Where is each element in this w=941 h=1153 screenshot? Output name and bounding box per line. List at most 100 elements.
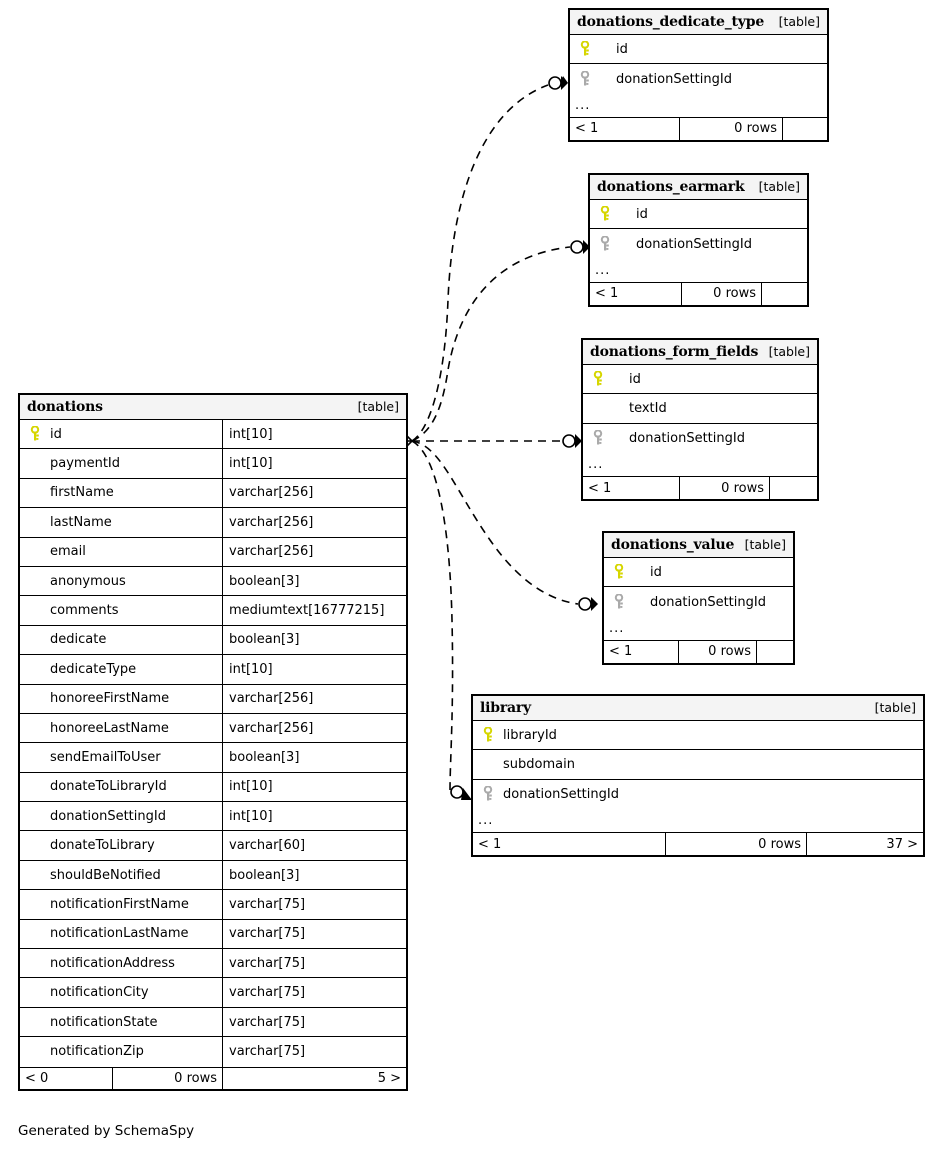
- column-name: id: [629, 371, 641, 387]
- column-row[interactable]: notificationCity varchar[75]: [20, 978, 406, 1008]
- column-row[interactable]: donateToLibraryId int[10]: [20, 772, 406, 803]
- edge-donations-to-earmark: [411, 246, 571, 442]
- column-row[interactable]: id: [583, 365, 817, 395]
- endpoint-circle-value: [578, 597, 592, 611]
- table-donations-columns: id int[10] paymentId int[10] firstName v…: [20, 420, 406, 1067]
- column-type: int[10]: [229, 456, 273, 472]
- next-page-button[interactable]: [783, 118, 827, 140]
- column-type: varchar[256]: [229, 485, 314, 501]
- table-donations-earmark[interactable]: donations_earmark [table] id donationSet…: [588, 173, 809, 307]
- table-donations-form-fields-header: donations_form_fields [table]: [583, 340, 817, 365]
- more-columns-indicator: ...: [604, 617, 793, 641]
- more-columns-indicator: ...: [570, 94, 827, 118]
- column-name: notificationFirstName: [50, 896, 189, 912]
- column-row[interactable]: notificationState varchar[75]: [20, 1007, 406, 1038]
- table-donations-dedicate-type[interactable]: donations_dedicate_type [table] id donat…: [568, 8, 829, 142]
- table-donations-form-fields-title: donations_form_fields: [590, 343, 759, 360]
- column-row[interactable]: id: [590, 200, 807, 230]
- column-name: firstName: [50, 485, 114, 501]
- column-name: paymentId: [50, 456, 120, 472]
- column-type: mediumtext[16777215]: [229, 603, 385, 619]
- column-name: id: [50, 426, 62, 442]
- prev-page-button[interactable]: < 1: [590, 282, 682, 305]
- column-row[interactable]: paymentId int[10]: [20, 449, 406, 479]
- column-row[interactable]: dedicate boolean[3]: [20, 625, 406, 656]
- column-name: dedicateType: [50, 661, 137, 677]
- column-row[interactable]: notificationFirstName varchar[75]: [20, 890, 406, 920]
- prev-page-button[interactable]: < 1: [604, 640, 679, 663]
- column-row[interactable]: libraryId: [473, 721, 923, 751]
- foreign-key-icon: [479, 786, 497, 802]
- next-page-button[interactable]: [757, 641, 793, 663]
- column-row[interactable]: firstName varchar[256]: [20, 478, 406, 509]
- foreign-key-icon: [610, 594, 628, 610]
- column-row[interactable]: id: [570, 35, 827, 65]
- column-row[interactable]: donationSettingId: [604, 587, 793, 616]
- prev-page-button[interactable]: < 1: [570, 117, 680, 140]
- more-columns-indicator: ...: [473, 809, 923, 834]
- column-name: donateToLibrary: [50, 838, 155, 854]
- column-name: donationSettingId: [616, 71, 732, 87]
- column-name: donationSettingId: [650, 594, 766, 610]
- table-donations-footer: < 0 0 rows 5 >: [20, 1066, 406, 1089]
- table-library[interactable]: library [table] libraryId subdomain dona…: [471, 694, 925, 858]
- column-type: boolean[3]: [229, 573, 300, 589]
- table-donations-earmark-header: donations_earmark [table]: [590, 175, 807, 200]
- column-row[interactable]: notificationZip varchar[75]: [20, 1037, 406, 1067]
- column-row[interactable]: email varchar[256]: [20, 537, 406, 567]
- table-donations-earmark-footer: < 1 0 rows: [590, 282, 807, 305]
- table-donations[interactable]: donations [table] id int[10] paymentId i…: [18, 393, 408, 1091]
- column-row[interactable]: donationSettingId: [570, 64, 827, 93]
- column-type: varchar[75]: [229, 1014, 306, 1030]
- column-row[interactable]: shouldBeNotified boolean[3]: [20, 860, 406, 891]
- prev-page-button[interactable]: < 0: [20, 1067, 113, 1089]
- table-donations-value-title: donations_value: [611, 536, 735, 553]
- column-row[interactable]: id int[10]: [20, 420, 406, 450]
- table-donations-form-fields-tag: [table]: [768, 344, 810, 359]
- column-row[interactable]: donationSettingId: [583, 424, 817, 453]
- column-type: boolean[3]: [229, 867, 300, 883]
- table-donations-value[interactable]: donations_value [table] id donationSetti…: [602, 531, 795, 665]
- column-row[interactable]: dedicateType int[10]: [20, 655, 406, 685]
- edge-endpoints: [450, 76, 592, 799]
- next-page-button[interactable]: 5 >: [377, 1070, 401, 1086]
- column-row[interactable]: comments mediumtext[16777215]: [20, 596, 406, 626]
- column-type: varchar[75]: [229, 1044, 306, 1060]
- column-row[interactable]: donateToLibrary varchar[60]: [20, 831, 406, 861]
- row-count: 0 rows: [679, 640, 757, 663]
- column-row[interactable]: id: [604, 558, 793, 588]
- column-row[interactable]: honoreeLastName varchar[256]: [20, 713, 406, 744]
- column-row[interactable]: honoreeFirstName varchar[256]: [20, 684, 406, 714]
- column-name: donationSettingId: [629, 430, 745, 446]
- next-page-button[interactable]: [762, 283, 807, 305]
- column-row[interactable]: subdomain: [473, 750, 923, 780]
- column-row[interactable]: textId: [583, 394, 817, 424]
- prev-page-button[interactable]: < 1: [473, 833, 666, 856]
- column-row[interactable]: sendEmailToUser boolean[3]: [20, 743, 406, 773]
- table-donations-tag: [table]: [357, 399, 399, 414]
- column-type: varchar[256]: [229, 544, 314, 560]
- next-page-button[interactable]: [770, 477, 817, 499]
- column-row[interactable]: notificationLastName varchar[75]: [20, 919, 406, 950]
- primary-key-icon: [610, 564, 628, 580]
- column-name: textId: [629, 401, 667, 417]
- column-row[interactable]: donationSettingId int[10]: [20, 802, 406, 832]
- row-count: 0 rows: [680, 477, 770, 500]
- column-name: notificationLastName: [50, 926, 189, 942]
- prev-page-button[interactable]: < 1: [583, 477, 680, 500]
- column-row[interactable]: lastName varchar[256]: [20, 508, 406, 538]
- next-page-button[interactable]: 37 >: [886, 836, 918, 852]
- column-row[interactable]: donationSettingId: [473, 780, 923, 809]
- table-donations-form-fields-footer: < 1 0 rows: [583, 477, 817, 500]
- column-name: donationSettingId: [50, 808, 166, 824]
- column-row[interactable]: anonymous boolean[3]: [20, 566, 406, 597]
- endpoint-circle-library: [450, 785, 464, 799]
- column-row[interactable]: notificationAddress varchar[75]: [20, 949, 406, 979]
- column-name: shouldBeNotified: [50, 867, 161, 883]
- endpoint-circle-earmark: [570, 240, 584, 254]
- column-type: boolean[3]: [229, 632, 300, 648]
- column-row[interactable]: donationSettingId: [590, 229, 807, 258]
- table-library-footer: < 1 0 rows 37 >: [473, 833, 923, 856]
- table-donations-form-fields[interactable]: donations_form_fields [table] id textId …: [581, 338, 819, 502]
